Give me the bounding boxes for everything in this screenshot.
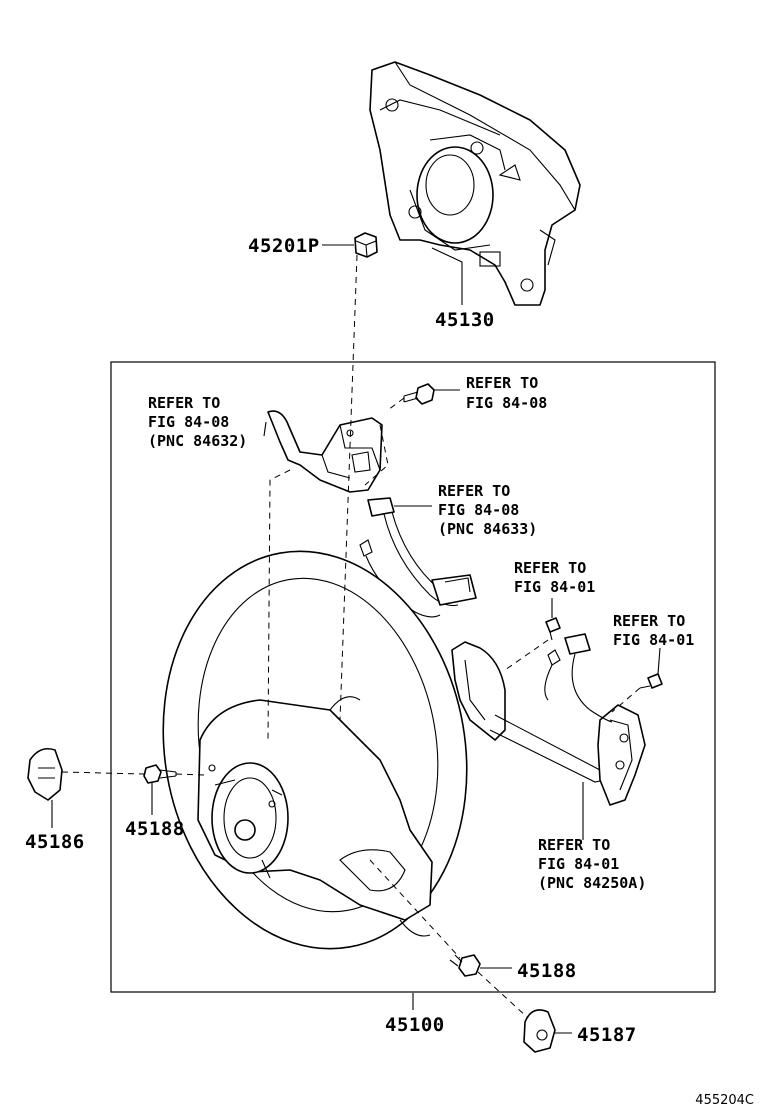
ref-harness-84633: REFER TO FIG 84-08 (PNC 84633) (438, 482, 537, 538)
svg-text:FIG 84-01: FIG 84-01 (514, 578, 595, 596)
nut-45201p (354, 232, 378, 258)
label-45130: 45130 (435, 309, 495, 331)
leader-lines (51, 244, 661, 1034)
bolt-84-08 (403, 383, 435, 405)
svg-text:REFER TO: REFER TO (148, 394, 220, 412)
harness-84633 (359, 497, 477, 618)
svg-text:REFER TO: REFER TO (613, 612, 685, 630)
assembly-lines (61, 254, 641, 1019)
ref-switch-assy-84250a: REFER TO FIG 84-01 (PNC 84250A) (538, 836, 646, 892)
svg-text:REFER TO: REFER TO (438, 482, 510, 500)
svg-text:FIG 84-08: FIG 84-08 (148, 413, 229, 431)
ref-switch-84632: REFER TO FIG 84-08 (PNC 84632) (148, 394, 247, 450)
screw-45188-right (449, 954, 481, 977)
svg-text:REFER TO: REFER TO (538, 836, 610, 854)
screw-84-01-a (545, 617, 561, 641)
label-45186: 45186 (25, 831, 85, 853)
screw-45188-left (143, 764, 177, 784)
svg-text:FIG 84-01: FIG 84-01 (613, 631, 694, 649)
steering-switch-assembly (451, 633, 646, 806)
label-45100: 45100 (385, 1014, 445, 1036)
steering-wheel (162, 550, 468, 950)
svg-text:(PNC 84250A): (PNC 84250A) (538, 874, 646, 892)
svg-text:REFER TO: REFER TO (466, 374, 538, 392)
cover-45186 (27, 747, 63, 801)
svg-text:FIG 84-08: FIG 84-08 (466, 394, 547, 412)
assembly-frame (110, 361, 716, 993)
ref-screw-84-01-b: REFER TO FIG 84-01 (613, 612, 694, 649)
svg-text:(PNC 84633): (PNC 84633) (438, 520, 537, 538)
diagram-code: 455204C (695, 1093, 754, 1108)
svg-text:REFER TO: REFER TO (514, 559, 586, 577)
turn-signal-switch (267, 410, 383, 493)
label-45188-left: 45188 (125, 818, 185, 840)
label-45201p: 45201P (248, 235, 320, 257)
ref-screw-84-01-a: REFER TO FIG 84-01 (514, 559, 595, 596)
svg-text:(PNC 84632): (PNC 84632) (148, 432, 247, 450)
svg-text:FIG 84-08: FIG 84-08 (438, 501, 519, 519)
screw-84-01-b (639, 673, 663, 689)
airbag-pad (369, 61, 581, 306)
cover-45187 (523, 1009, 556, 1053)
ref-bolt-84-08: REFER TO FIG 84-08 (466, 374, 547, 412)
label-45188-right: 45188 (517, 960, 577, 982)
label-45187: 45187 (577, 1024, 637, 1046)
svg-text:FIG 84-01: FIG 84-01 (538, 855, 619, 873)
